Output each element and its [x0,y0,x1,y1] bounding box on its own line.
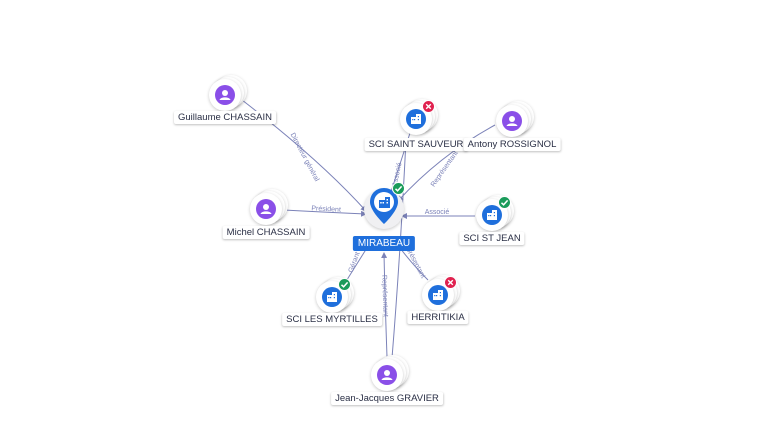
location-pin-icon [370,188,398,224]
edge-label-myrtilles: Gérant [348,251,362,274]
closed-status-icon [444,276,457,289]
edge-label-jean_jacques: Représentant [380,275,388,317]
active-status-icon [338,278,351,291]
person-icon [377,365,397,385]
node-label: Guillaume CHASSAIN [174,111,276,124]
node-label: SCI LES MYRTILLES [282,313,382,326]
active-status-icon [392,182,405,195]
edge-label-st_jean: Associé [425,209,450,216]
closed-status-icon [422,100,435,113]
person-icon [215,85,235,105]
node-label: Michel CHASSAIN [222,226,310,239]
edge-label-antony: Représentant [430,150,460,188]
node-label: SCI ST JEAN [459,232,525,245]
edge-antony [397,124,496,202]
node-label: Jean-Jacques GRAVIER [331,392,443,405]
edge-label-michel: Président [311,205,341,214]
node-label: SCI SAINT SAUVEUR [364,138,468,151]
person-icon [502,111,522,131]
node-label: Antony ROSSIGNOL [463,138,561,151]
building-icon [322,287,342,307]
edge-michel [283,209,367,217]
node-label: HERRITIKIA [407,311,469,324]
person-icon [256,199,276,219]
edge-label-guillaume: Directeur général [289,132,321,183]
building-icon [406,109,426,129]
building-icon [482,205,502,225]
edge-long-link [391,139,407,359]
center-company-label: MIRABEAU [352,236,416,251]
active-status-icon [498,196,511,209]
edge-jean_jacques [381,252,388,358]
building-icon [428,285,448,305]
edge-label-saint_sauveur: Associé [392,162,404,188]
